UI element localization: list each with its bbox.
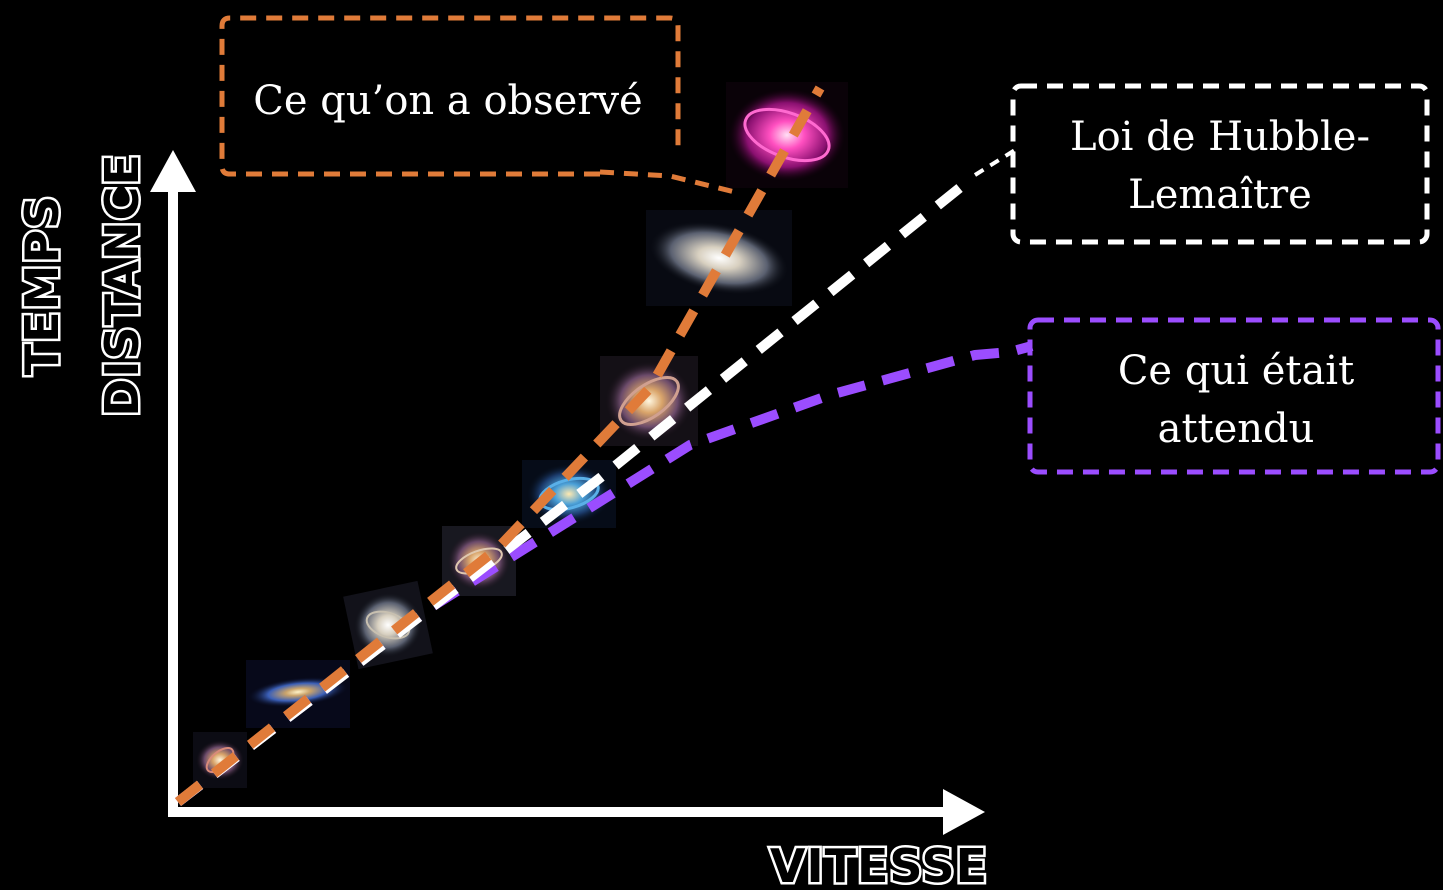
callout-hubble-line1: Loi de Hubble- xyxy=(1070,114,1370,160)
x-axis-label: VITESSE xyxy=(770,839,988,890)
callout-hubble: Loi de Hubble- Lemaître xyxy=(1010,83,1430,245)
observed-line xyxy=(174,85,825,806)
x-axis-arrow-icon xyxy=(943,789,985,835)
galaxy-6-icon xyxy=(600,356,698,446)
hubble-line xyxy=(174,148,1017,806)
callout-observed: Ce qu’on a observé xyxy=(219,15,681,177)
axes xyxy=(150,150,985,835)
galaxy-2-icon xyxy=(246,660,350,728)
callout-expected-line1: Ce qui était xyxy=(1118,348,1354,394)
callout-observed-text: Ce qu’on a observé xyxy=(253,78,642,124)
callout-hubble-line2: Lemaître xyxy=(1128,172,1312,218)
callout-expected-line2: attendu xyxy=(1158,406,1315,452)
callout-expected: Ce qui était attendu xyxy=(1027,317,1441,475)
y-axis-label-distance: DISTANCE xyxy=(95,153,149,417)
galaxy-8-icon xyxy=(726,82,848,188)
galaxy-7-icon xyxy=(646,210,792,306)
y-axis-label-temps: TEMPS xyxy=(15,195,69,375)
y-axis-arrow-icon xyxy=(150,150,196,192)
